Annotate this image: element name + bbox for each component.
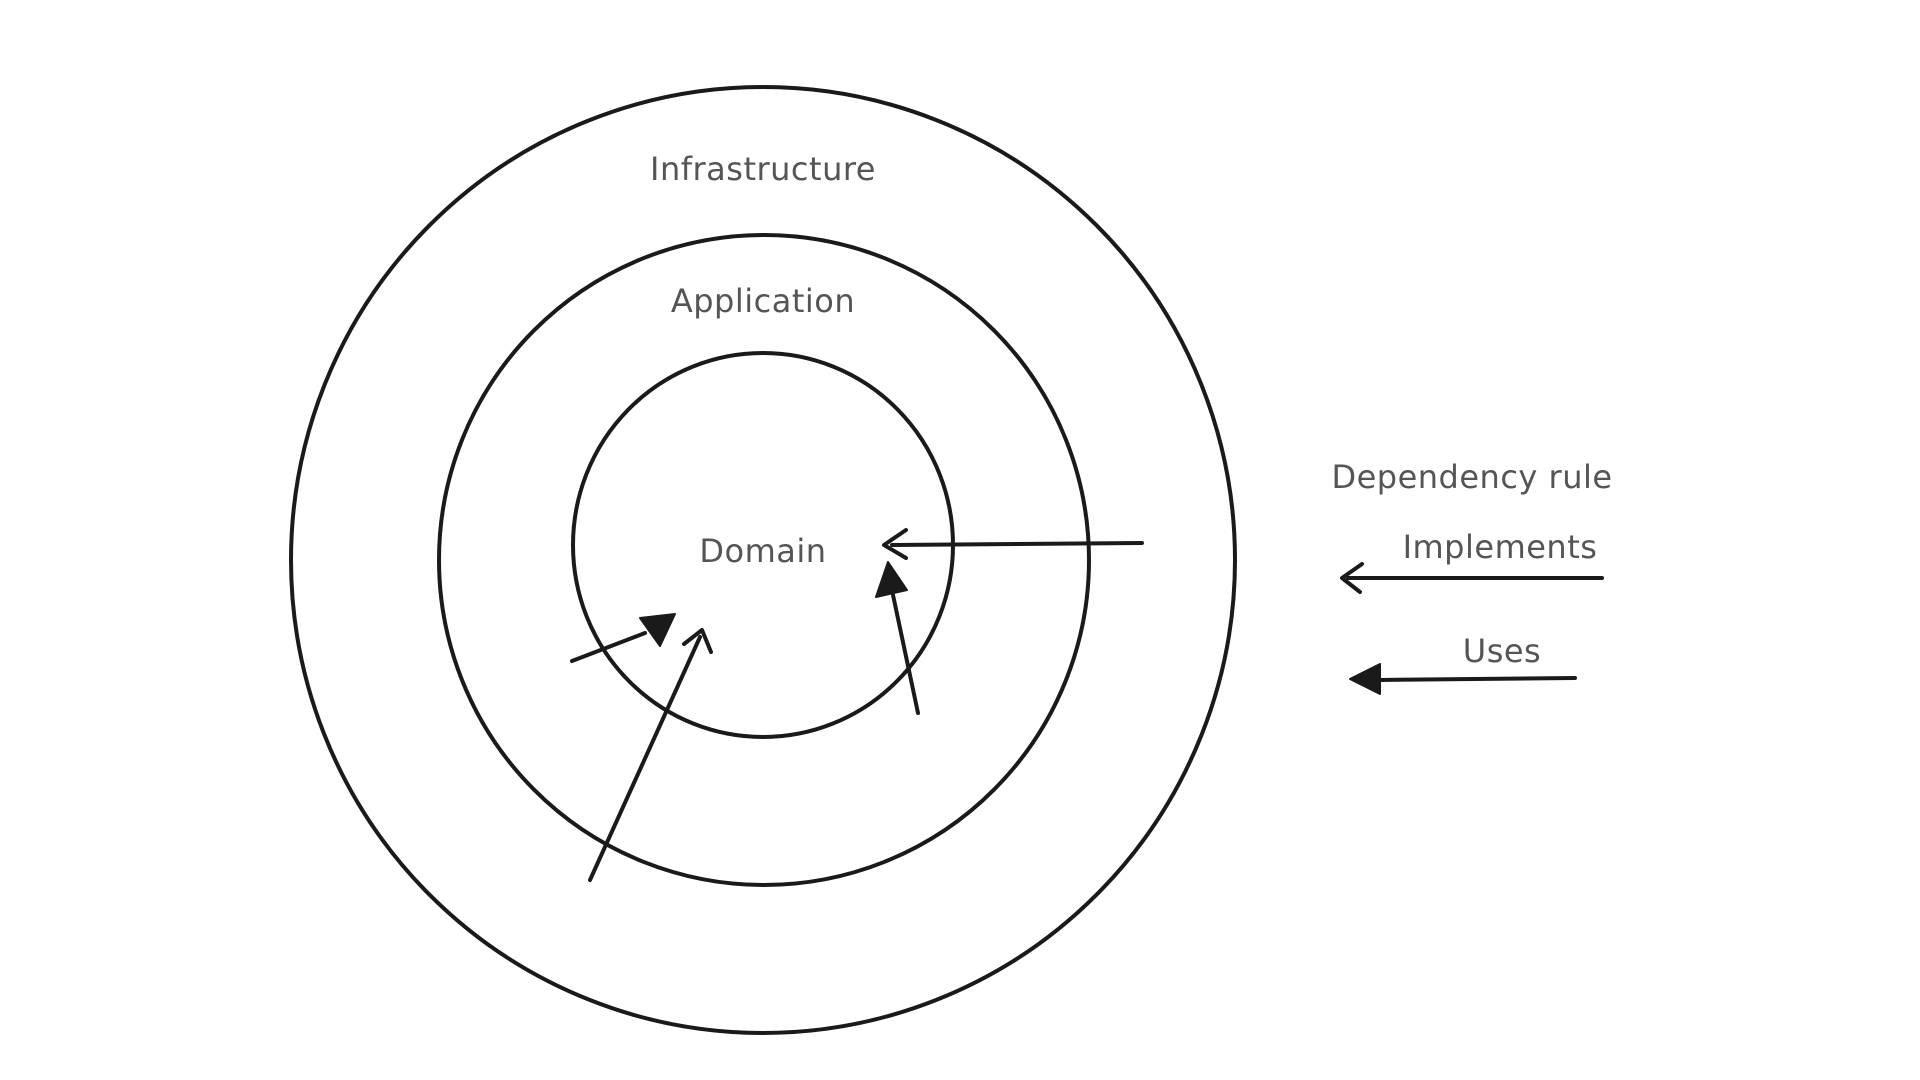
legend-uses-arrow-icon	[1349, 663, 1577, 695]
uses-arrow-lower-left-to-domain	[570, 613, 676, 663]
implements-arrow-lower-left-to-domain	[588, 628, 713, 882]
uses-arrow-application-to-domain	[875, 561, 920, 715]
domain-label: Domain	[699, 532, 826, 570]
implements-arrow-infrastructure-to-domain	[882, 528, 1144, 560]
legend-implements-label: Implements	[1403, 528, 1598, 566]
infrastructure-label: Infrastructure	[650, 150, 876, 188]
application-label: Application	[671, 282, 855, 320]
legend-uses-label: Uses	[1463, 632, 1541, 670]
application-ring	[437, 233, 1091, 887]
legend-implements-arrow-icon	[1340, 562, 1604, 594]
legend-title: Dependency rule	[1331, 458, 1612, 496]
infrastructure-ring	[289, 85, 1237, 1035]
